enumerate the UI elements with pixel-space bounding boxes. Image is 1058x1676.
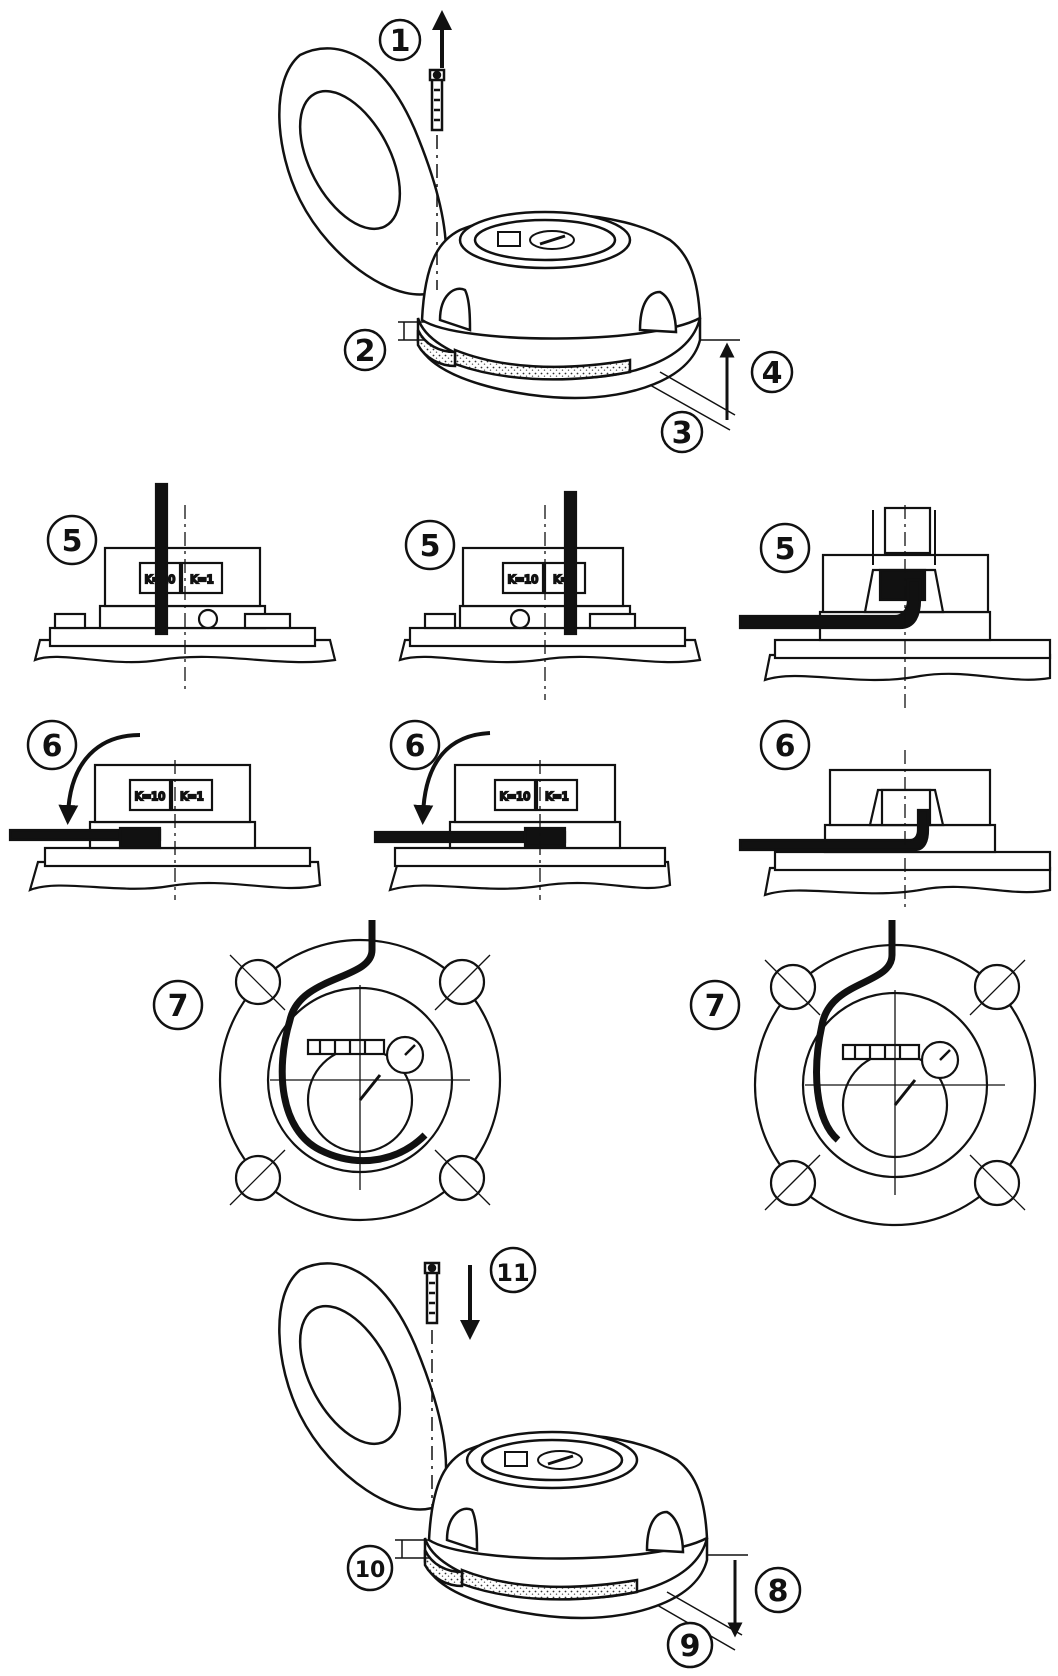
svg-text:10: 10 [355, 1558, 386, 1583]
step-label-6: 6 [389, 719, 441, 771]
gasket-seal [453, 348, 632, 381]
meter-lid-open [278, 1262, 448, 1511]
step6-panel-right [738, 750, 1052, 910]
step-label-11: 11 [489, 1246, 537, 1294]
svg-text:K=1: K=1 [180, 790, 203, 803]
svg-text:K=10: K=10 [135, 790, 165, 803]
step-label-7: 7 [689, 979, 741, 1031]
svg-text:7: 7 [705, 989, 726, 1024]
step-label-1: 1 [378, 18, 422, 62]
step-label-9: 9 [666, 1621, 714, 1669]
meter-lid-open [278, 47, 448, 296]
seal-screw-bottom [423, 1261, 441, 1325]
meter-top-assembly [278, 10, 740, 431]
svg-text:8: 8 [768, 1574, 789, 1609]
step7-dial-left [218, 920, 502, 1222]
svg-text:K=10: K=10 [500, 790, 530, 803]
step-label-6: 6 [759, 719, 811, 771]
step-label-7: 7 [152, 979, 204, 1031]
step6-panel-left: K=10 K=1 [8, 733, 322, 900]
step-label-5: 5 [759, 522, 811, 574]
svg-text:K=1: K=1 [545, 790, 568, 803]
step-label-6: 6 [26, 719, 78, 771]
svg-text:5: 5 [420, 529, 441, 564]
step7-dial-right [753, 920, 1037, 1227]
svg-text:5: 5 [775, 532, 796, 567]
step-label-4: 4 [750, 350, 794, 394]
svg-text:4: 4 [762, 356, 783, 391]
step-label-2: 2 [343, 328, 387, 372]
svg-text:K=10: K=10 [508, 573, 538, 586]
svg-text:1: 1 [390, 24, 411, 59]
svg-text:2: 2 [355, 334, 376, 369]
step-label-3: 3 [660, 410, 704, 454]
step6-panel-middle: K=10 K=1 [373, 731, 672, 900]
svg-text:6: 6 [775, 729, 796, 764]
step5-panel-left: K=10 K=1 [33, 482, 337, 690]
meter-bottom-assembly [278, 1261, 748, 1651]
svg-text:7: 7 [168, 989, 189, 1024]
svg-text:3: 3 [672, 416, 693, 451]
svg-text:6: 6 [42, 729, 63, 764]
svg-text:11: 11 [496, 1259, 529, 1287]
step5-panel-right [738, 505, 1052, 710]
seal-screw-top [428, 68, 446, 132]
step-label-8: 8 [754, 1566, 802, 1614]
svg-text:9: 9 [680, 1629, 701, 1664]
svg-text:K=1: K=1 [190, 573, 213, 586]
step-label-5: 5 [46, 514, 98, 566]
step-label-10: 10 [346, 1544, 394, 1592]
step5-panel-middle: K=10 K=1 [398, 490, 702, 700]
svg-text:5: 5 [62, 524, 83, 559]
svg-text:6: 6 [405, 729, 426, 764]
gasket-seal [460, 1568, 639, 1601]
step-label-5: 5 [404, 519, 456, 571]
